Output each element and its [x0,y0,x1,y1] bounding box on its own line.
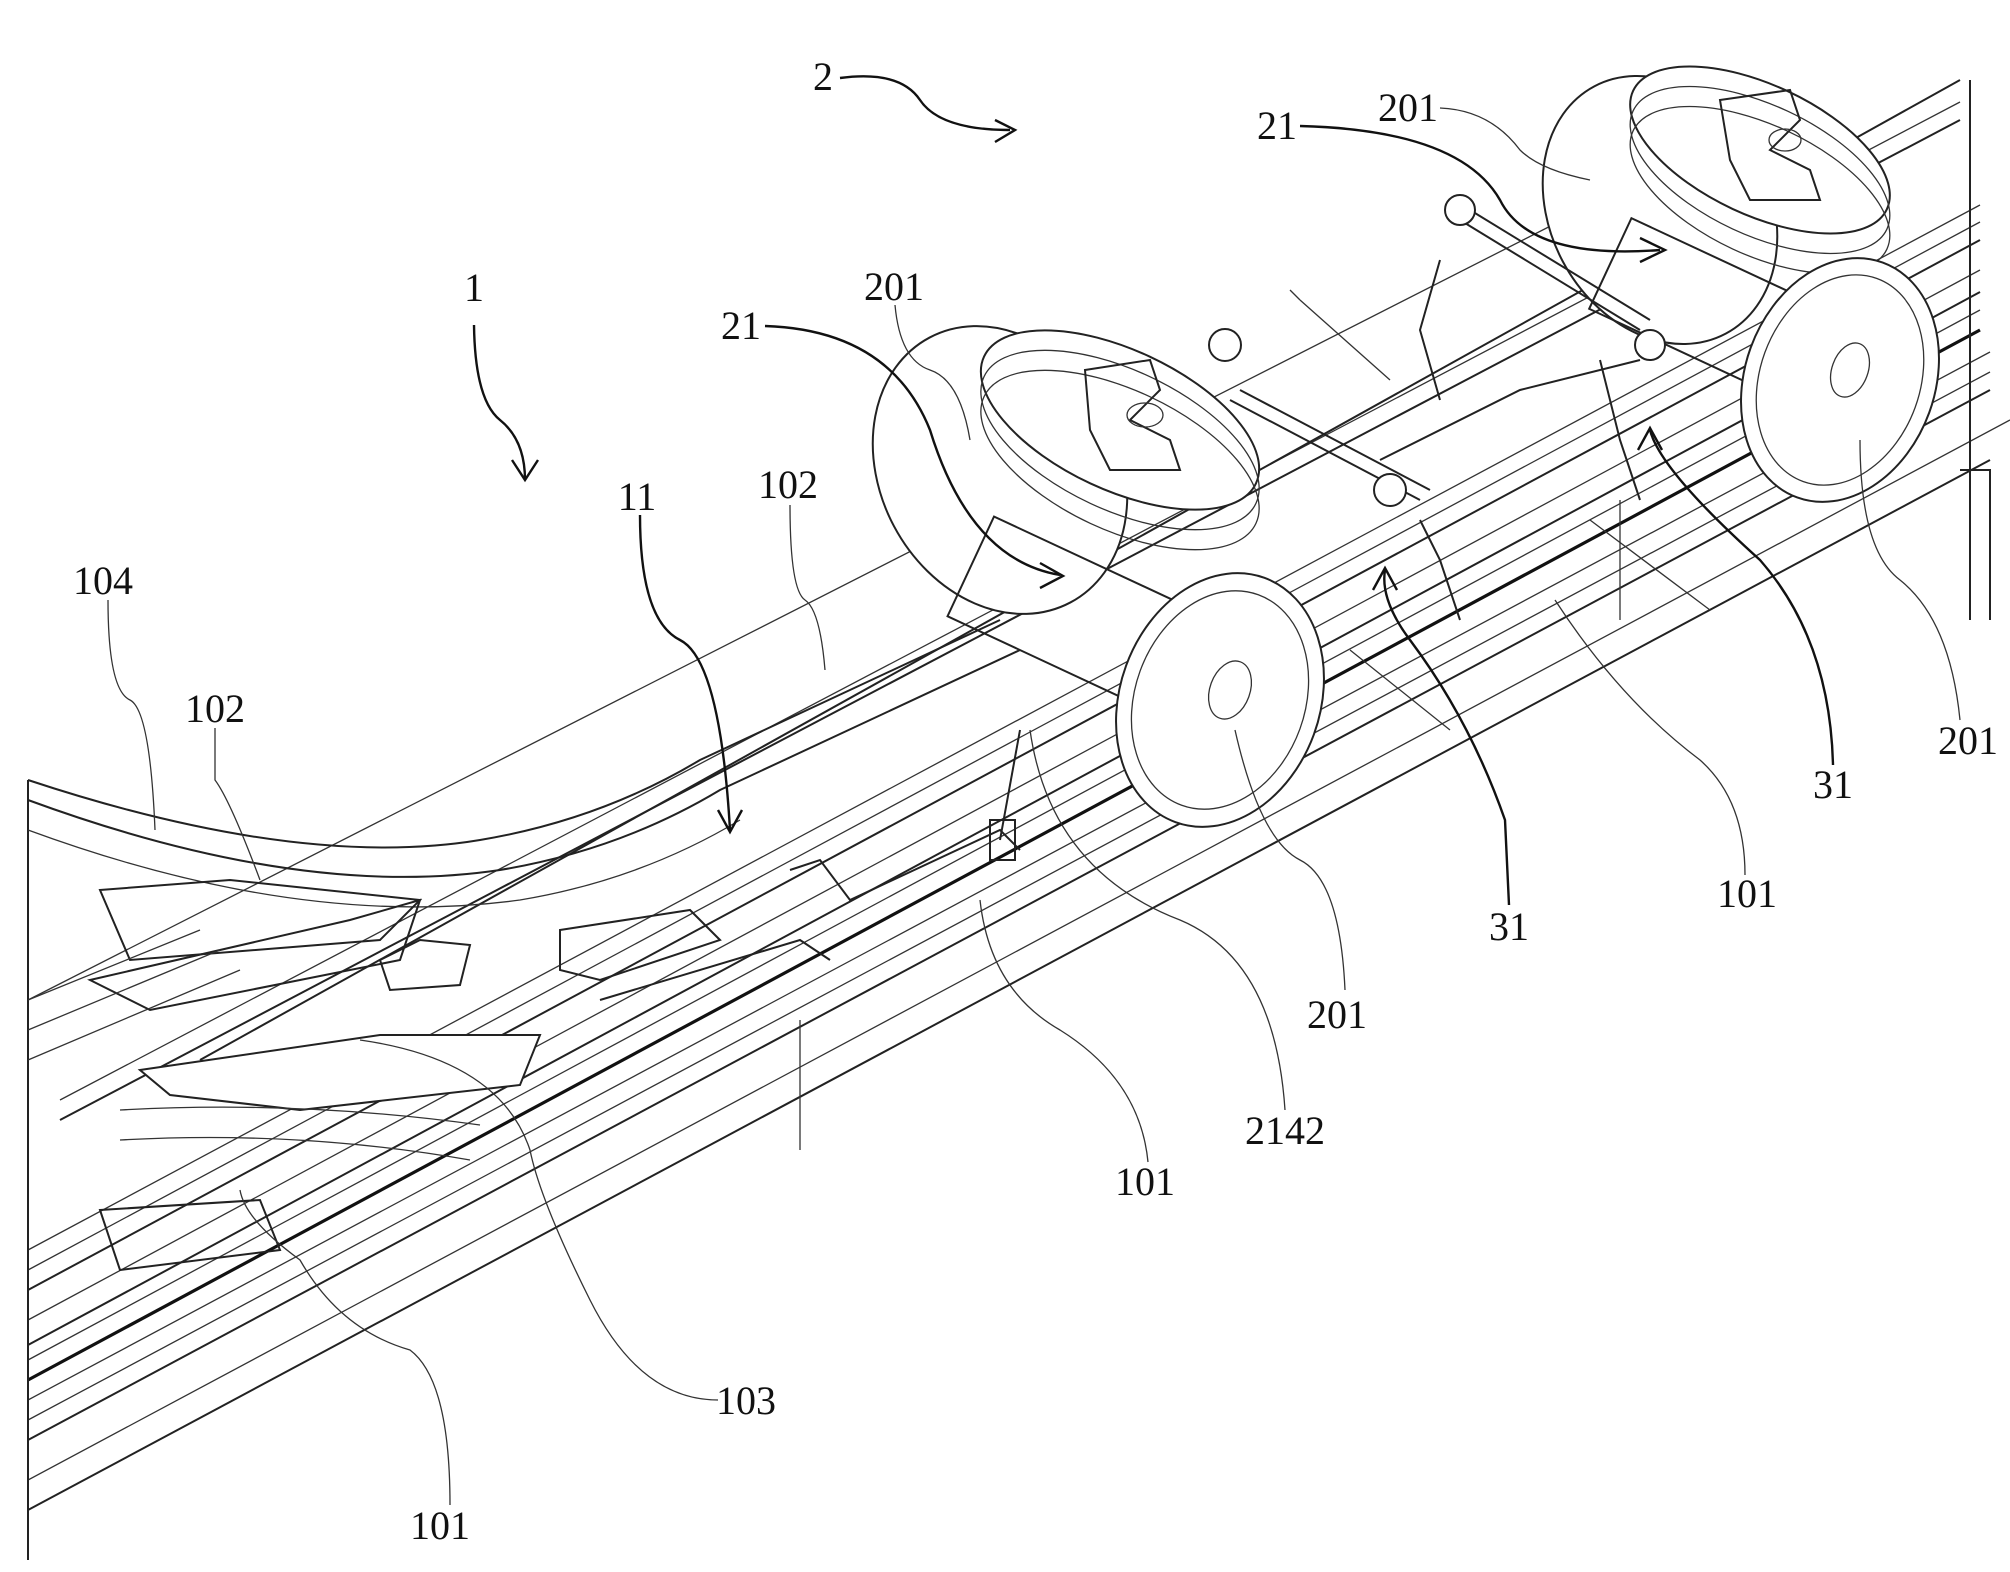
ref-label-103: 103 [716,1378,776,1423]
ref-label-21: 21 [1257,103,1297,148]
leader-201-a [1439,107,1591,181]
ref-label-101: 101 [1115,1159,1175,1204]
ref-label-102: 102 [758,462,818,507]
leader-2 [839,75,1011,132]
leader-201-d [1234,729,1346,991]
ref-label-201: 201 [864,264,924,309]
leader-1 [472,324,527,481]
leader-102-a [789,504,826,671]
leader-21-b [764,324,1061,577]
ref-label-2: 2 [813,54,833,99]
leader-11 [638,514,732,831]
leader-101-a [1554,599,1746,876]
leader-201-c [1859,439,1961,721]
ref-label-104: 104 [73,558,133,603]
rear-bogie [1541,65,1940,503]
ref-label-1: 1 [464,265,484,310]
leader-103 [359,1039,719,1401]
ref-label-21: 21 [721,303,761,348]
ref-label-201: 201 [1938,718,1998,763]
ref-label-31: 31 [1813,762,1853,807]
leader-31-b [1383,569,1511,906]
leader-102-b [214,728,261,881]
ref-label-11: 11 [617,474,657,519]
ref-label-102: 102 [185,686,245,731]
leader-104 [107,599,156,831]
leader-21-a [1299,124,1661,253]
leader-31-a [1648,429,1835,766]
leader-2142 [1029,729,1286,1111]
ref-label-101: 101 [1717,871,1777,916]
ref-label-31: 31 [1489,904,1529,949]
ref-label-2142: 2142 [1245,1108,1325,1153]
linkage [1208,194,1711,731]
leader-101-b [979,899,1149,1163]
leader-lines [107,75,1961,1506]
ref-label-101: 101 [410,1503,470,1548]
leader-101-c [239,1189,451,1506]
front-bogie [871,325,1325,861]
switch-section [27,619,1021,1272]
ref-label-201: 201 [1378,85,1438,130]
leader-201-b [894,304,971,441]
ref-label-201: 201 [1307,992,1367,1037]
